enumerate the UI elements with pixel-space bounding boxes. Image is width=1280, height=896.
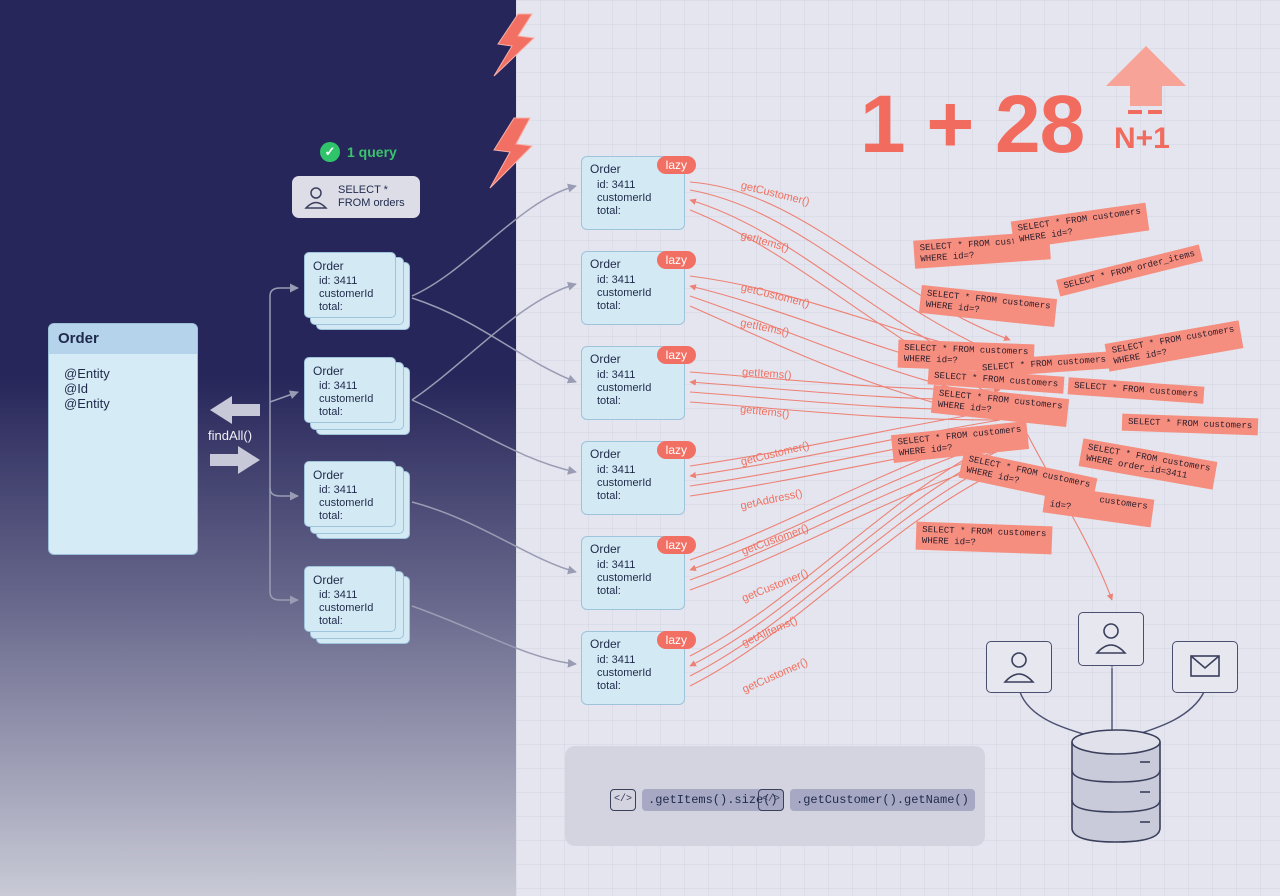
lightning-icon — [493, 13, 536, 77]
card-field: total: — [597, 585, 621, 597]
lazy-badge: lazy — [656, 346, 696, 364]
card-field: total: — [597, 395, 621, 407]
card-field: total: — [597, 300, 621, 312]
card-field: total: — [597, 205, 621, 217]
card-field: id: 3411 — [319, 380, 358, 392]
order-card-stack: Order id: 3411 customerId total: — [304, 357, 410, 435]
order-entity-card: Order @Entity @Id @Entity — [48, 323, 198, 555]
query-badge: ✓ 1 query — [320, 142, 397, 162]
card-field: total: — [319, 615, 343, 627]
query-count-label: 1 query — [347, 144, 397, 160]
card-field: customerId — [597, 287, 652, 299]
card-title: Order — [313, 573, 344, 587]
database-icon — [1071, 729, 1161, 843]
card-field: customerId — [597, 667, 652, 679]
card-field: total: — [597, 490, 621, 502]
card-title: Order — [313, 259, 344, 273]
card-title: Order — [313, 468, 344, 482]
card-field: id: 3411 — [597, 179, 636, 191]
card-field: total: — [319, 406, 343, 418]
card-field: customerId — [597, 477, 652, 489]
card-field: total: — [597, 680, 621, 692]
entity-title: Order — [49, 324, 197, 354]
arrow-left-icon — [210, 396, 260, 424]
order-card-stack: Order id: 3411 customerId total: — [304, 566, 410, 644]
code-icon: </> — [758, 789, 784, 811]
code-icon: </> — [610, 789, 636, 811]
query-line: FROM orders — [338, 197, 405, 209]
card-title: Order — [590, 637, 621, 651]
order-card-stack: Order id: 3411 customerId total: — [304, 461, 410, 539]
find-all-label: findAll() — [208, 428, 253, 443]
card-field: id: 3411 — [319, 275, 358, 287]
card-field: id: 3411 — [319, 589, 358, 601]
lazy-badge: lazy — [656, 441, 696, 459]
card-field: customerId — [319, 288, 374, 300]
card-field: id: 3411 — [597, 274, 636, 286]
query-line: SELECT * — [338, 184, 388, 196]
code-call: .getItems().size() — [642, 789, 784, 811]
card-field: customerId — [319, 393, 374, 405]
code-call: .getCustomer().getName() — [790, 789, 975, 811]
entity-annotation: @Entity — [64, 366, 110, 381]
card-field: id: 3411 — [597, 559, 636, 571]
card-field: id: 3411 — [319, 484, 358, 496]
card-title: Order — [590, 447, 621, 461]
card-title: Order — [590, 257, 621, 271]
mail-icon — [1172, 641, 1238, 693]
lazy-badge: lazy — [656, 631, 696, 649]
check-icon: ✓ — [320, 142, 340, 162]
card-title: Order — [590, 542, 621, 556]
lazy-badge: lazy — [656, 156, 696, 174]
card-field: customerId — [319, 602, 374, 614]
card-field: customerId — [319, 497, 374, 509]
lightning-icon — [489, 117, 534, 189]
user-icon — [304, 187, 328, 209]
card-field: id: 3411 — [597, 464, 636, 476]
user-profile-icon — [1078, 612, 1144, 666]
query-counter: 1 + 28 — [860, 79, 1085, 170]
card-title: Order — [313, 364, 344, 378]
card-field: customerId — [597, 192, 652, 204]
card-field: total: — [319, 301, 343, 313]
card-title: Order — [590, 162, 621, 176]
card-field: customerId — [597, 572, 652, 584]
card-field: id: 3411 — [597, 654, 636, 666]
card-title: Order — [590, 352, 621, 366]
sql-query-chip: SELECT * FROM customers WHERE id=? — [915, 521, 1053, 555]
arrow-right-icon — [210, 446, 260, 474]
lazy-badge: lazy — [656, 536, 696, 554]
entity-annotation: @Entity — [64, 396, 110, 411]
order-card-stack: Order id: 3411 customerId total: — [304, 252, 410, 330]
n-plus-one-label: N+1 — [1114, 122, 1170, 155]
lazy-badge: lazy — [656, 251, 696, 269]
entity-annotation: @Id — [64, 381, 89, 396]
card-field: customerId — [597, 382, 652, 394]
upload-arrow-icon — [1106, 46, 1186, 106]
card-field: total: — [319, 510, 343, 522]
user-profile-icon — [986, 641, 1052, 693]
initial-query-box: SELECT * FROM orders — [292, 176, 420, 218]
card-field: id: 3411 — [597, 369, 636, 381]
